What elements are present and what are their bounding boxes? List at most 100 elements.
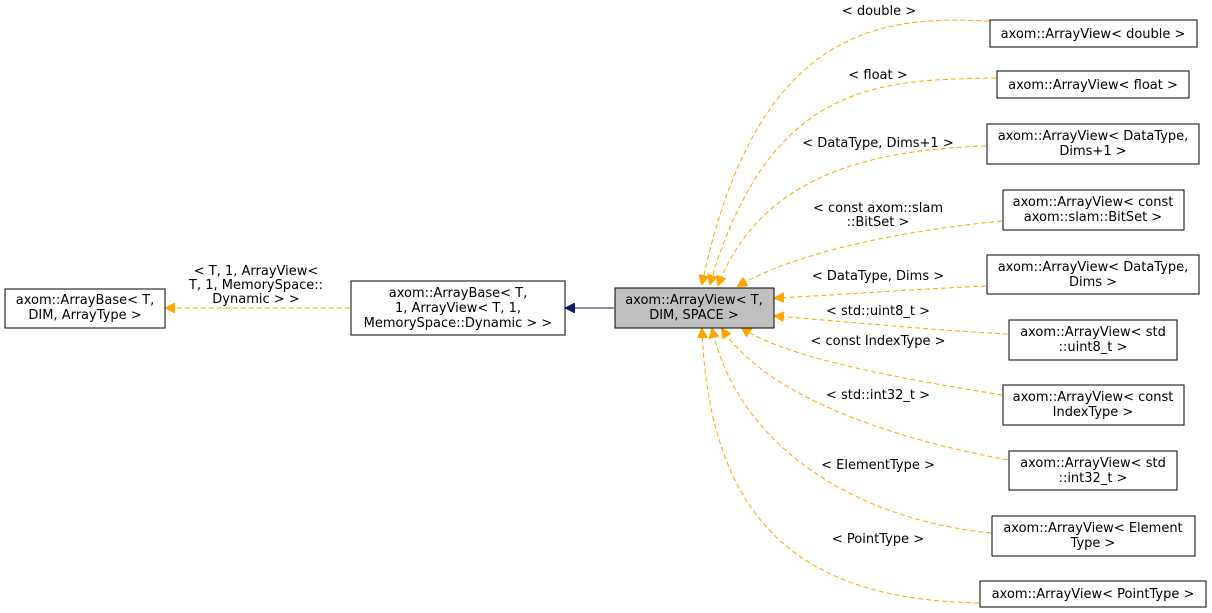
node-arrayview-elementtype[interactable]: axom::ArrayView< Element Type > — [991, 515, 1196, 557]
svg-text:axom::ArrayView< float >: axom::ArrayView< float > — [1008, 78, 1178, 93]
edge-label-bitset-2: ::BitSet > — [847, 215, 910, 230]
node-arrayview-int32[interactable]: axom::ArrayView< std ::int32_t > — [1008, 450, 1178, 491]
edge-label-base-2: T, 1, MemorySpace:: — [188, 278, 323, 293]
node-arrayview-bitset[interactable]: axom::ArrayView< const axom::slam::BitSe… — [1002, 189, 1185, 231]
svg-text:< DataType, Dims >: < DataType, Dims > — [812, 269, 944, 284]
node-arrayview-indextype-line-1: axom::ArrayView< const — [1013, 390, 1174, 405]
svg-text:< DataType, Dims+1 >: < DataType, Dims+1 > — [802, 136, 953, 151]
node-arrayview-bitset-line-2: axom::slam::BitSet > — [1024, 210, 1162, 225]
edge-pointtype: < PointType > — [702, 329, 980, 604]
node-arrayview-datatype-dims-plus-1-line-2: Dims+1 > — [1059, 144, 1126, 159]
svg-text:axom::ArrayBase< T,: axom::ArrayBase< T, — [389, 286, 527, 301]
node-arrayview-uint8-line-2: ::uint8_t > — [1059, 340, 1128, 355]
node-arrayview-generic-line-1: axom::ArrayView< T, — [625, 293, 763, 308]
node-arrayview-datatype-dims-line-1: axom::ArrayView< DataType, — [998, 260, 1189, 275]
edge-label-datatype-dims: < DataType, Dims > — [812, 269, 944, 284]
edge-elementtype: < ElementType > — [712, 329, 992, 534]
node-arrayview-indextype[interactable]: axom::ArrayView< const IndexType > — [1002, 384, 1185, 426]
svg-text:axom::ArrayView< double >: axom::ArrayView< double > — [1001, 27, 1186, 42]
svg-text:< PointType >: < PointType > — [832, 532, 924, 547]
svg-text:axom::ArrayView< const: axom::ArrayView< const — [1013, 390, 1174, 405]
edge-label-int32: < std::int32_t > — [826, 388, 930, 403]
node-arraybase-generic-line-2: DIM, ArrayType > — [28, 308, 141, 323]
node-arrayview-int32-line-1: axom::ArrayView< std — [1020, 456, 1166, 471]
svg-text:< T, 1, ArrayView<: < T, 1, ArrayView< — [194, 264, 319, 279]
svg-text:DIM, ArrayType >: DIM, ArrayType > — [28, 308, 141, 323]
svg-text:1, ArrayView< T, 1,: 1, ArrayView< T, 1, — [395, 301, 521, 316]
edge-datatype-dims: < DataType, Dims > — [775, 269, 987, 298]
svg-text:Dynamic > >: Dynamic > > — [212, 292, 299, 307]
svg-text:T, 1, MemorySpace::: T, 1, MemorySpace:: — [188, 278, 323, 293]
svg-text:::BitSet >: ::BitSet > — [847, 215, 910, 230]
svg-text:::int32_t >: ::int32_t > — [1059, 471, 1128, 486]
svg-text:< float >: < float > — [848, 68, 907, 83]
node-arrayview-float[interactable]: axom::ArrayView< float > — [996, 70, 1190, 99]
node-arrayview-int32-line-2: ::int32_t > — [1059, 471, 1128, 486]
node-arrayview-pointtype[interactable]: axom::ArrayView< PointType > — [979, 580, 1207, 608]
edge-label-base-1: < T, 1, ArrayView< — [194, 264, 319, 279]
svg-text:MemorySpace::Dynamic > >: MemorySpace::Dynamic > > — [364, 316, 553, 331]
svg-text:axom::ArrayView< Element: axom::ArrayView< Element — [1003, 521, 1182, 536]
node-arrayview-datatype-dims-plus-1[interactable]: axom::ArrayView< DataType, Dims+1 > — [986, 123, 1200, 165]
node-arrayview-uint8[interactable]: axom::ArrayView< std ::uint8_t > — [1008, 319, 1178, 361]
node-arrayview-datatype-dims[interactable]: axom::ArrayView< DataType, Dims > — [986, 254, 1200, 295]
edge-int32: < std::int32_t > — [722, 329, 1009, 461]
node-arrayview-elementtype-line-2: Type > — [1070, 536, 1116, 551]
svg-text:axom::ArrayView< PointType >: axom::ArrayView< PointType > — [992, 587, 1195, 602]
svg-text:axom::ArrayView< T,: axom::ArrayView< T, — [625, 293, 763, 308]
edge-datatype-dims-plus-1: < DataType, Dims+1 > — [718, 136, 987, 285]
node-arrayview-float-line-1: axom::ArrayView< float > — [1008, 78, 1178, 93]
node-arraybase-concrete-line-2: 1, ArrayView< T, 1, — [395, 301, 521, 316]
edge-base-template: < T, 1, ArrayView< T, 1, MemorySpace:: D… — [166, 264, 350, 308]
svg-text:< ElementType >: < ElementType > — [821, 458, 935, 473]
svg-text:axom::ArrayBase< T,: axom::ArrayBase< T, — [16, 293, 154, 308]
svg-text:axom::ArrayView< std: axom::ArrayView< std — [1020, 456, 1166, 471]
svg-text:::uint8_t >: ::uint8_t > — [1059, 340, 1128, 355]
edge-label-datatype-dims-plus-1: < DataType, Dims+1 > — [802, 136, 953, 151]
edge-label-float: < float > — [848, 68, 907, 83]
svg-text:< double >: < double > — [842, 4, 916, 19]
node-arraybase-generic[interactable]: axom::ArrayBase< T, DIM, ArrayType > — [4, 288, 166, 329]
svg-text:axom::ArrayView< DataType,: axom::ArrayView< DataType, — [998, 260, 1189, 275]
node-arraybase-generic-line-1: axom::ArrayBase< T, — [16, 293, 154, 308]
svg-text:< const IndexType >: < const IndexType > — [810, 334, 945, 349]
edge-bitset: < const axom::slam ::BitSet > — [738, 201, 1003, 286]
node-arrayview-double-line-1: axom::ArrayView< double > — [1001, 27, 1186, 42]
edge-label-elementtype: < ElementType > — [821, 458, 935, 473]
svg-text:< const axom::slam: < const axom::slam — [813, 201, 943, 216]
node-arrayview-datatype-dims-plus-1-line-1: axom::ArrayView< DataType, — [998, 129, 1189, 144]
edge-double: < double > — [702, 4, 1006, 284]
node-arraybase-concrete-line-1: axom::ArrayBase< T, — [389, 286, 527, 301]
node-arrayview-generic-line-2: DIM, SPACE > — [649, 308, 739, 323]
edge-label-uint8: < std::uint8_t > — [826, 304, 930, 319]
svg-text:Dims+1 >: Dims+1 > — [1059, 144, 1126, 159]
svg-text:< std::int32_t >: < std::int32_t > — [826, 388, 930, 403]
edge-label-bitset-1: < const axom::slam — [813, 201, 943, 216]
edge-label-double: < double > — [842, 4, 916, 19]
edge-label-pointtype: < PointType > — [832, 532, 924, 547]
node-arrayview-indextype-line-2: IndexType > — [1053, 405, 1134, 420]
node-arrayview-uint8-line-1: axom::ArrayView< std — [1020, 325, 1166, 340]
node-arraybase-concrete[interactable]: axom::ArrayBase< T, 1, ArrayView< T, 1, … — [350, 280, 566, 336]
edge-label-indextype: < const IndexType > — [810, 334, 945, 349]
svg-text:Type >: Type > — [1070, 536, 1116, 551]
node-arrayview-bitset-line-1: axom::ArrayView< const — [1013, 195, 1174, 210]
svg-text:< std::uint8_t >: < std::uint8_t > — [826, 304, 930, 319]
svg-text:Dims >: Dims > — [1069, 275, 1117, 290]
svg-text:axom::slam::BitSet >: axom::slam::BitSet > — [1024, 210, 1162, 225]
node-arrayview-generic[interactable]: axom::ArrayView< T, DIM, SPACE > — [614, 287, 775, 329]
svg-text:axom::ArrayView< const: axom::ArrayView< const — [1013, 195, 1174, 210]
edge-float: < float > — [710, 68, 997, 284]
node-arrayview-datatype-dims-line-2: Dims > — [1069, 275, 1117, 290]
node-arraybase-concrete-line-3: MemorySpace::Dynamic > > — [364, 316, 553, 331]
node-arrayview-double[interactable]: axom::ArrayView< double > — [989, 19, 1198, 48]
edge-uint8: < std::uint8_t > — [775, 304, 1009, 335]
node-arrayview-pointtype-line-1: axom::ArrayView< PointType > — [992, 587, 1195, 602]
svg-text:axom::ArrayView< std: axom::ArrayView< std — [1020, 325, 1166, 340]
svg-text:DIM, SPACE >: DIM, SPACE > — [649, 308, 739, 323]
edge-indextype: < const IndexType > — [742, 328, 1003, 396]
node-arrayview-elementtype-line-1: axom::ArrayView< Element — [1003, 521, 1182, 536]
edge-label-base-3: Dynamic > > — [212, 292, 299, 307]
svg-text:axom::ArrayView< DataType,: axom::ArrayView< DataType, — [998, 129, 1189, 144]
